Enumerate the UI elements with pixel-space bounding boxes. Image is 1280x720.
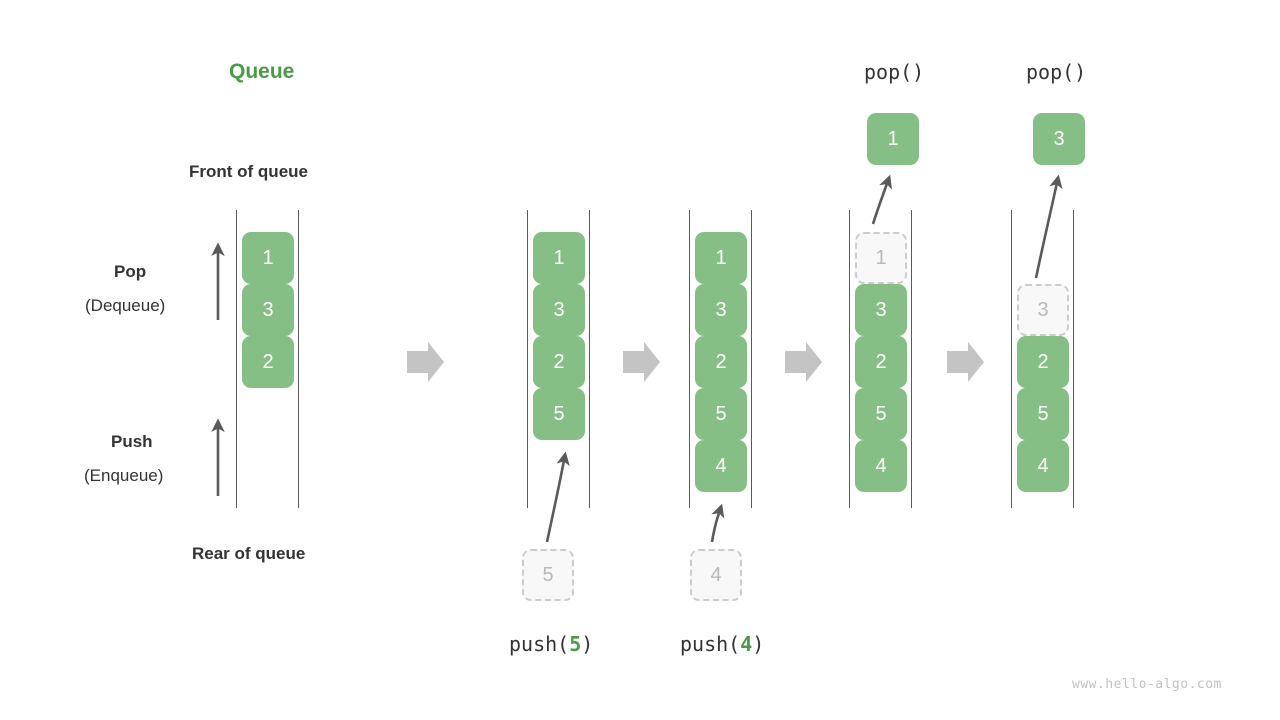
rear-of-queue-label: Rear of queue [192,544,306,563]
operation-name: push( [680,632,741,656]
operation-arg: 4 [740,632,753,656]
queue-cell: 2 [695,336,747,388]
queue-cell: 2 [855,336,907,388]
queue-cell: 4 [695,440,747,492]
queue-rail-left [689,210,691,508]
queue-cell: 4 [1017,440,1069,492]
operation-arg: 5 [569,632,582,656]
queue-cell: 5 [533,388,585,440]
queue-cell: 5 [695,388,747,440]
queue-cell-ghost: 3 [1017,284,1069,336]
popped-cell: 3 [1033,113,1085,165]
pop-1-dequeue-arrow [871,174,893,225]
queue-cell: 5 [855,388,907,440]
queue-cell: 3 [695,284,747,336]
queue-rail-left [849,210,851,508]
queue-rail-right [911,210,913,508]
queue-cell: 2 [1017,336,1069,388]
diagram-title: Queue [229,60,295,83]
front-of-queue-label: Front of queue [189,162,308,181]
queue-cell: 3 [533,284,585,336]
incoming-ghost-cell: 5 [522,549,574,601]
push-5-enqueue-arrow [545,451,570,543]
push-4-enqueue-arrow [710,503,725,543]
step-arrow-4 [947,342,984,382]
push-sub-label: (Enqueue) [84,466,164,485]
queue-cell: 2 [533,336,585,388]
queue-cell: 4 [855,440,907,492]
pop-sub-label: (Dequeue) [85,296,166,315]
queue-rail-right [589,210,591,508]
step-arrow-1 [407,342,444,382]
queue-rail-right [298,210,300,508]
queue-rail-left [236,210,238,508]
step-arrow-3 [785,342,822,382]
queue-cell: 1 [242,232,294,284]
operation-caption-pop-3: pop() [1026,60,1087,84]
queue-cell-ghost: 1 [855,232,907,284]
operation-close: ) [581,632,594,656]
queue-cell: 2 [242,336,294,388]
queue-rail-right [751,210,753,508]
queue-rail-left [527,210,529,508]
step-arrow-2 [623,342,660,382]
operation-close: ) [752,632,765,656]
queue-rail-left [1011,210,1013,508]
operation-caption-push-5: push(5) [509,632,593,656]
queue-cell: 3 [855,284,907,336]
operation-name: push( [509,632,570,656]
watermark: www.hello-algo.com [1072,677,1222,692]
pop-label: Pop [114,262,147,281]
queue-cell: 1 [695,232,747,284]
queue-rail-right [1073,210,1075,508]
pop-3-dequeue-arrow [1034,174,1063,279]
queue-cell: 1 [533,232,585,284]
queue-cell: 3 [242,284,294,336]
push-label: Push [111,432,153,451]
queue-cell: 5 [1017,388,1069,440]
operation-caption-push-4: push(4) [680,632,764,656]
operation-caption-pop-1: pop() [864,60,925,84]
popped-cell: 1 [867,113,919,165]
incoming-ghost-cell: 4 [690,549,742,601]
